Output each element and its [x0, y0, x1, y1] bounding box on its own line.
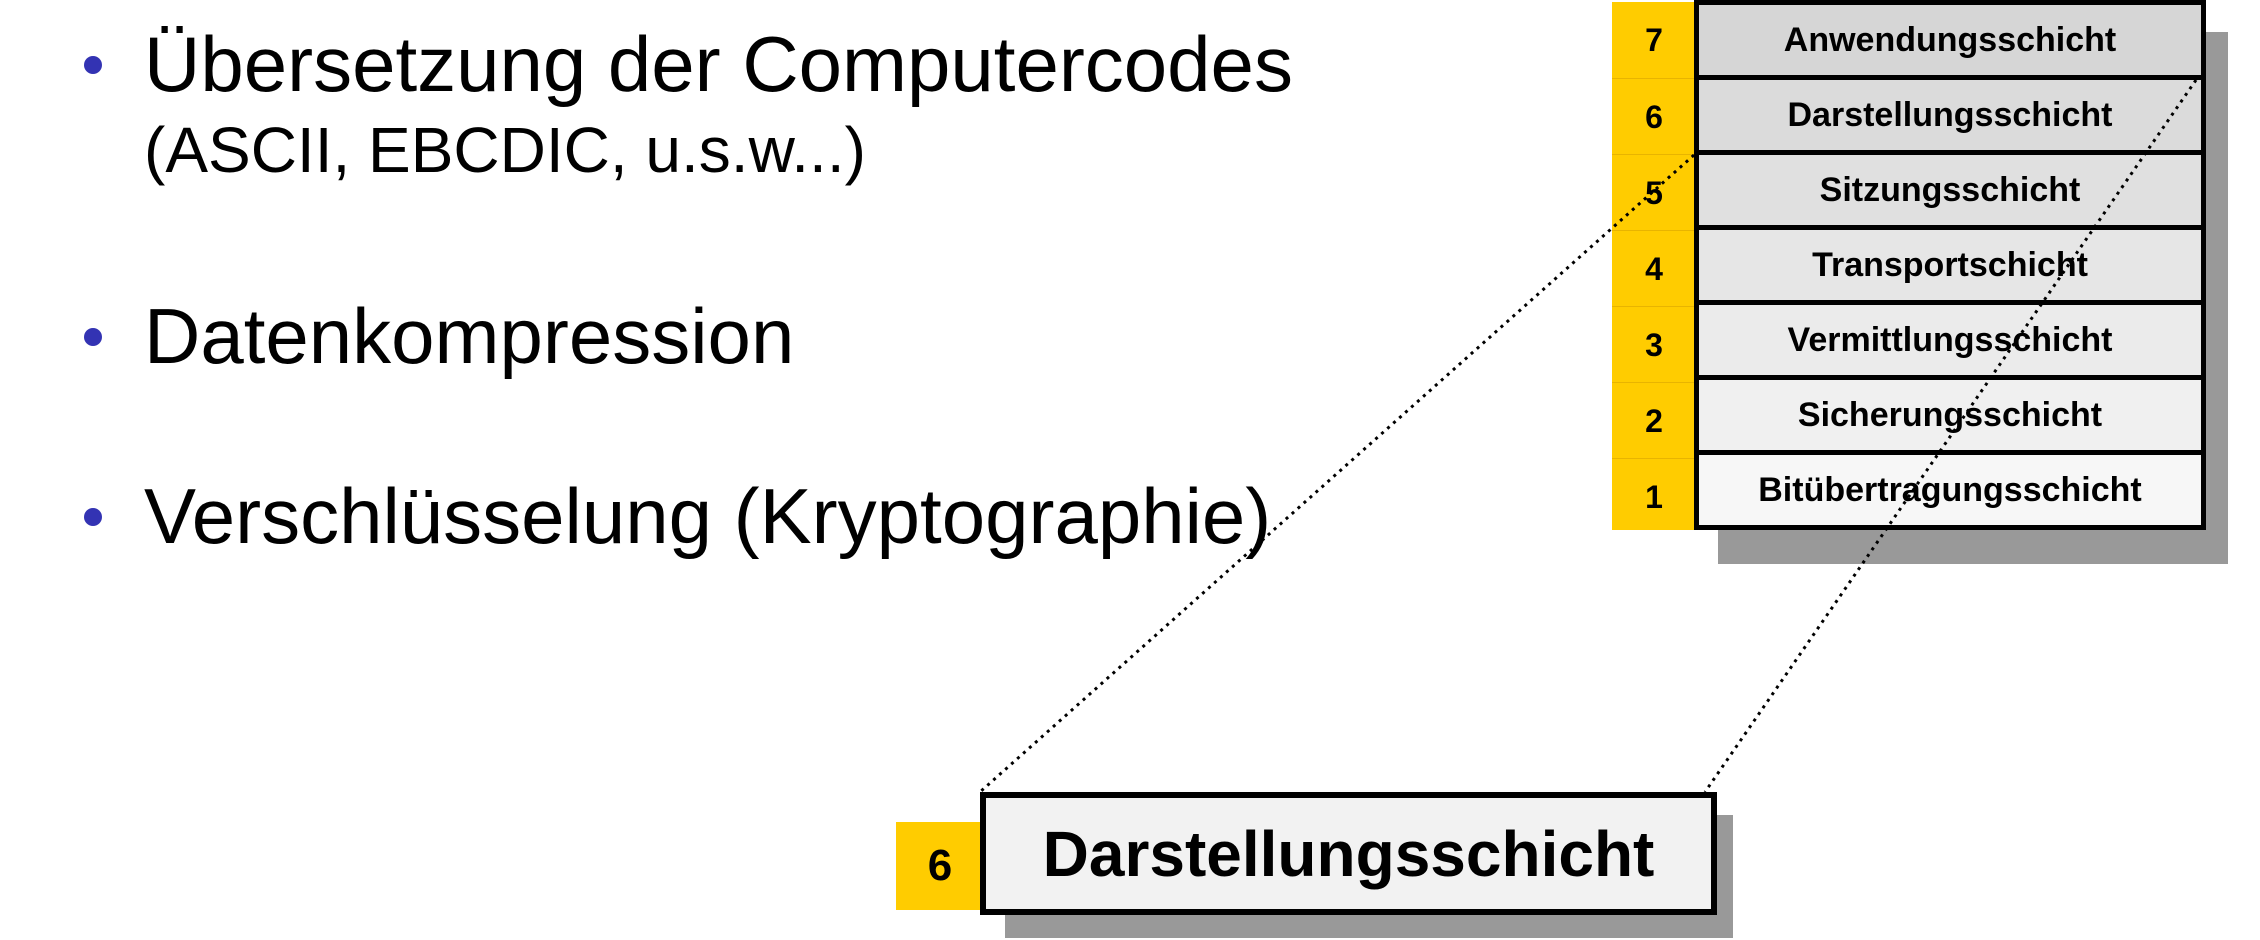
layer-box: Bitübertragungsschicht — [1694, 450, 2206, 530]
bullet-text: Übersetzung der Computercodes (ASCII, EB… — [144, 18, 1293, 188]
bullet-dot-icon — [84, 56, 102, 74]
layer-box: Sitzungsschicht — [1694, 150, 2206, 230]
layer-box: Darstellungsschicht — [1694, 75, 2206, 155]
bullet-text: Datenkompression — [144, 292, 795, 380]
layer-box: Sicherungsschicht — [1694, 375, 2206, 455]
layer-box: Vermittlungsschicht — [1694, 300, 2206, 380]
layer-number: 5 — [1612, 154, 1696, 231]
layer-number: 3 — [1612, 306, 1696, 383]
bullet-line: Übersetzung der Computercodes — [144, 20, 1293, 108]
layer-box: Transportschicht — [1694, 225, 2206, 305]
layer-number: 1 — [1612, 458, 1696, 535]
bullet-text: Verschlüsselung (Kryptographie) — [144, 472, 1272, 560]
layer-number: 4 — [1612, 230, 1696, 307]
layer-number: 6 — [1612, 78, 1696, 155]
bullet-dot-icon — [84, 328, 102, 346]
highlight-layer-number: 6 — [896, 822, 984, 910]
layer-number: 2 — [1612, 382, 1696, 459]
bullet-subline: (ASCII, EBCDIC, u.s.w...) — [144, 113, 866, 186]
highlight-layer-box: Darstellungsschicht — [980, 792, 1717, 915]
layer-number: 7 — [1645, 21, 1663, 58]
layer-box: Anwendungsschicht — [1694, 0, 2206, 80]
bullet-dot-icon — [84, 508, 102, 526]
